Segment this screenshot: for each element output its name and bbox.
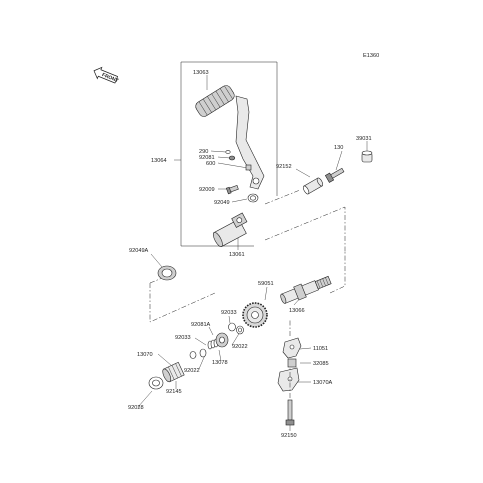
- pedal-oil-seal: [247, 193, 259, 203]
- label-13070: 13070: [137, 352, 153, 358]
- circlip-upper: [228, 322, 236, 332]
- label-92081: 92081: [199, 155, 215, 161]
- part-number-labels: 13063 13064 290 92081 600 92009 92049 92…: [128, 70, 372, 439]
- label-92022-left: 92022: [184, 368, 200, 374]
- kick-gear: [242, 302, 268, 328]
- washer-left: [189, 351, 197, 359]
- label-13070A: 13070A: [313, 380, 333, 386]
- label-92049: 92049: [214, 200, 230, 206]
- label-13061: 13061: [229, 252, 245, 258]
- label-92152: 92152: [276, 164, 292, 170]
- leader-lines: [137, 75, 368, 431]
- front-direction-icon: FRONT: [93, 66, 119, 84]
- label-600: 600: [206, 161, 215, 167]
- kick-pedal-arm: [235, 95, 265, 190]
- label-92033-upper: 92033: [221, 310, 237, 316]
- label-13078: 13078: [212, 360, 228, 366]
- shaft-guide: [287, 358, 297, 368]
- front-label: FRONT: [101, 72, 119, 84]
- pedal-assembly-frame: [180, 61, 278, 247]
- label-11051: 11051: [313, 346, 328, 352]
- shaft-oil-seal: [157, 265, 177, 281]
- thrust-washer: [148, 376, 164, 390]
- circlip-lower: [199, 348, 207, 358]
- diagram-code: E1360: [363, 53, 379, 59]
- label-32085: 32085: [313, 361, 329, 367]
- label-92022-right: 92022: [232, 344, 248, 350]
- label-59051: 59051: [258, 281, 274, 287]
- label-130: 130: [334, 145, 343, 151]
- label-13063: 13063: [193, 70, 209, 76]
- label-92009: 92009: [199, 187, 215, 193]
- label-92028: 92028: [128, 405, 144, 411]
- label-92081A: 92081A: [191, 322, 211, 328]
- bolt-cap: [361, 150, 373, 163]
- pedal-pivot-parts: [225, 150, 252, 171]
- pedal-boss: [212, 212, 248, 248]
- pedal-rubber-grip: [195, 85, 235, 117]
- pivot-collar: [302, 177, 324, 195]
- label-13064: 13064: [151, 158, 167, 164]
- label-92150: 92150: [281, 433, 297, 439]
- label-13066: 13066: [289, 308, 305, 314]
- stopper-bracket: [282, 337, 302, 359]
- label-92145: 92145: [166, 389, 182, 395]
- washer-right: [236, 325, 244, 335]
- label-92049A: 92049A: [129, 248, 149, 254]
- kick-ratchet: [215, 332, 229, 348]
- pivot-bolt: [324, 167, 345, 183]
- assembly-axis-lines: [264, 189, 301, 398]
- pedal-screw: [225, 185, 239, 195]
- stopper-plate: [277, 367, 300, 392]
- label-290: 290: [199, 149, 208, 155]
- stopper-bolt: [285, 399, 295, 426]
- spring-guide: [162, 361, 185, 383]
- label-39031: 39031: [356, 136, 372, 142]
- label-92033-lower: 92033: [175, 335, 191, 341]
- kickstarter-shaft: [280, 275, 332, 304]
